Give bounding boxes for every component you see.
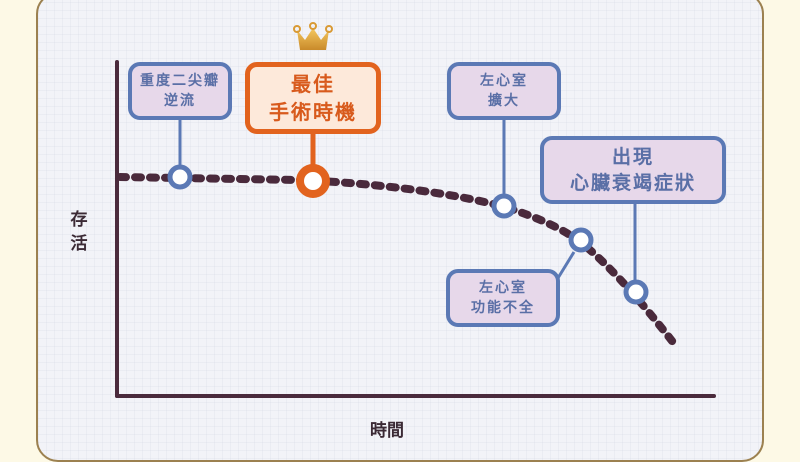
stage-label-line: 最佳 [291, 72, 335, 96]
survival-curve-chart [115, 60, 716, 398]
stage-label-line: 左心室 [480, 73, 528, 89]
marker-circle-icon [568, 227, 594, 253]
stage-label-line: 左心室 [479, 280, 527, 296]
marker-circle-icon [167, 164, 193, 190]
stage-label-line: 心臟衰竭症狀 [569, 172, 696, 194]
stage-label-line: 功能不全 [471, 300, 535, 316]
stage-label-best-surgery-timing: 最佳 手術時機 [245, 62, 381, 134]
stage-label-left-ventricle-dysfunction: 左心室 功能不全 [446, 269, 560, 327]
marker-circle-icon [623, 279, 649, 305]
marker-circle-icon [296, 164, 330, 198]
crown-icon [293, 22, 333, 50]
x-axis-label: 時間 [370, 421, 404, 441]
stage-label-line: 出現 [611, 146, 654, 168]
stage-label-left-ventricle-enlargement: 左心室 擴大 [447, 62, 561, 120]
stage-label-heart-failure-symptoms: 出現 心臟衰竭症狀 [540, 136, 726, 204]
stage-label-line: 擴大 [488, 93, 520, 109]
stage-label-line: 逆流 [164, 93, 196, 109]
y-axis-label: 存活 [70, 210, 88, 254]
connector-line [556, 251, 576, 279]
stage-label-line: 手術時機 [269, 100, 357, 124]
stage-label-severe-mitral-regurgitation: 重度二尖瓣 逆流 [128, 62, 232, 120]
marker-circle-icon [491, 193, 517, 219]
stage-label-line: 重度二尖瓣 [140, 73, 220, 89]
